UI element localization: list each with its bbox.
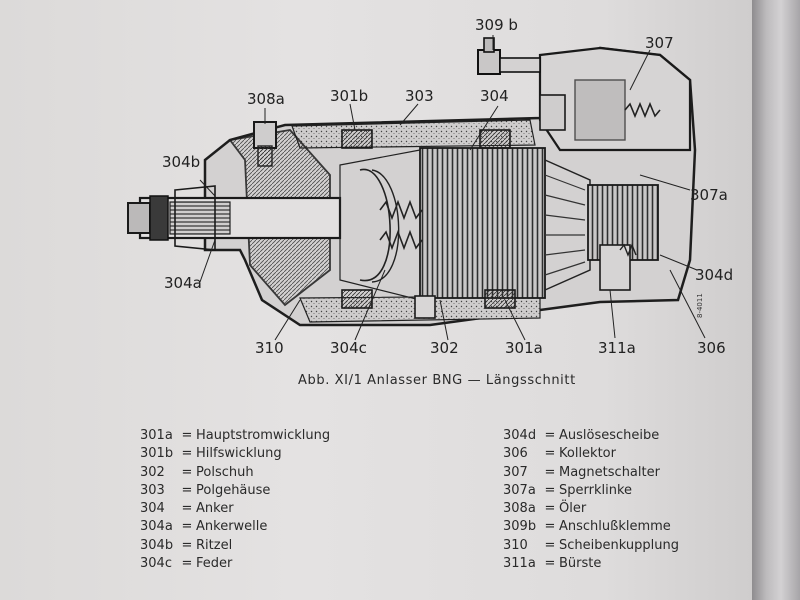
legend-name: Magnetschalter [559,464,660,480]
legend-name: Polschuh [196,464,254,480]
label-302: 302 [430,339,459,357]
book-gutter [752,0,800,600]
legend-equals: = [544,482,556,498]
legend-equals: = [544,556,556,572]
legend-code: 304b [140,537,174,553]
legend-row: 309b =Anschlußklemme [503,519,679,537]
legend-equals: = [181,501,193,517]
legend-row: 304d =Auslösescheibe [503,428,679,446]
legend-equals: = [181,556,193,572]
label-306: 306 [697,339,726,357]
legend-name: Anschlußklemme [559,519,671,535]
oiler-308a [253,121,277,167]
legend-row: 302 =Polschuh [140,465,330,483]
legend-code: 307 [503,464,528,480]
figure-caption: Abb. XI/1 Anlasser BNG — Längsschnitt [298,373,576,388]
legend-code: 311a [503,556,536,572]
legend-code: 309b [503,519,537,535]
legend-name: Hauptstromwicklung [196,428,331,443]
label-308a: 308a [247,90,285,108]
legend-code: 304a [140,519,173,535]
starter-cross-section-drawing: 309 b 307 308a 301b 303 304 304b 307a 30… [127,16,733,357]
label-310: 310 [255,339,284,357]
legend-name: Öler [559,501,587,517]
legend-code: 303 [140,482,165,498]
drawing-code: 8-4011 [696,293,704,318]
legend-row: 308a =Öler [503,501,679,519]
legend-equals: = [181,428,193,443]
solenoid-307 [538,46,692,152]
label-304d: 304d [695,266,733,284]
legend-code: 301b [140,446,174,462]
legend-name: Sperrklinke [559,482,633,498]
legend-name: Feder [196,556,233,572]
legend-row: 301a =Hauptstromwicklung [140,428,330,446]
legend-row: 301b =Hilfswicklung [140,446,330,464]
legend-row: 306 =Kollektor [503,446,679,464]
legend-name: Ritzel [196,537,233,553]
field-poles-302 [341,129,516,319]
shaft-and-pinion [127,185,342,251]
legend-name: Polgehäuse [196,482,271,498]
legend-name: Hilfswicklung [196,446,282,462]
legend-code: 304 [140,501,165,517]
legend-name: Bürste [559,556,602,572]
label-301a: 301a [505,339,543,357]
legend-row: 307a =Sperrklinke [503,483,679,501]
legend-code: 302 [140,464,165,480]
label-304a: 304a [164,274,202,292]
legend-equals: = [181,464,193,480]
legend-code: 306 [503,446,528,462]
leader-lines [199,35,706,341]
brush-311a [599,243,637,291]
label-304c: 304c [330,339,367,357]
legend-equals: = [544,464,556,480]
legend-code: 304c [140,556,172,572]
legend-code: 307a [503,482,536,498]
legend-row: 304b =Ritzel [140,538,330,556]
legend-code: 304d [503,428,537,443]
legend-row: 304a =Ankerwelle [140,519,330,537]
label-301b: 301b [330,87,368,105]
legend-code: 310 [503,537,528,553]
legend-code: 308a [503,501,536,517]
label-307: 307 [645,34,674,52]
legend-equals: = [181,519,193,535]
legend-name: Auslösescheibe [559,428,660,443]
label-304: 304 [480,87,509,105]
legend-row: 307 =Magnetschalter [503,465,679,483]
legend-equals: = [181,482,193,498]
legend-row: 311a =Bürste [503,556,679,574]
legend-name: Kollektor [559,446,616,462]
legend-equals: = [544,537,556,553]
legend-row: 303 =Polgehäuse [140,483,330,501]
part-labels: 309 b 307 308a 301b 303 304 304b 307a 30… [162,16,733,357]
legend-equals: = [181,537,193,553]
label-303: 303 [405,87,434,105]
label-311a: 311a [598,339,636,357]
label-304b: 304b [162,153,200,171]
terminal-309b [477,37,541,75]
legend-row: 304 =Anker [140,501,330,519]
legend-equals: = [181,446,193,462]
legend-row: 310 =Scheibenkupplung [503,538,679,556]
label-307a: 307a [690,186,728,204]
legend-name: Anker [196,501,234,517]
legend-name: Scheibenkupplung [559,537,679,553]
legend-equals: = [544,519,556,535]
legend-equals: = [544,428,556,443]
legend-equals: = [544,446,556,462]
legend-row: 304c =Feder [140,556,330,574]
label-309b: 309 b [475,16,518,34]
legend-equals: = [544,501,556,517]
legend-code: 301a [140,428,173,443]
legend-name: Ankerwelle [196,519,268,535]
